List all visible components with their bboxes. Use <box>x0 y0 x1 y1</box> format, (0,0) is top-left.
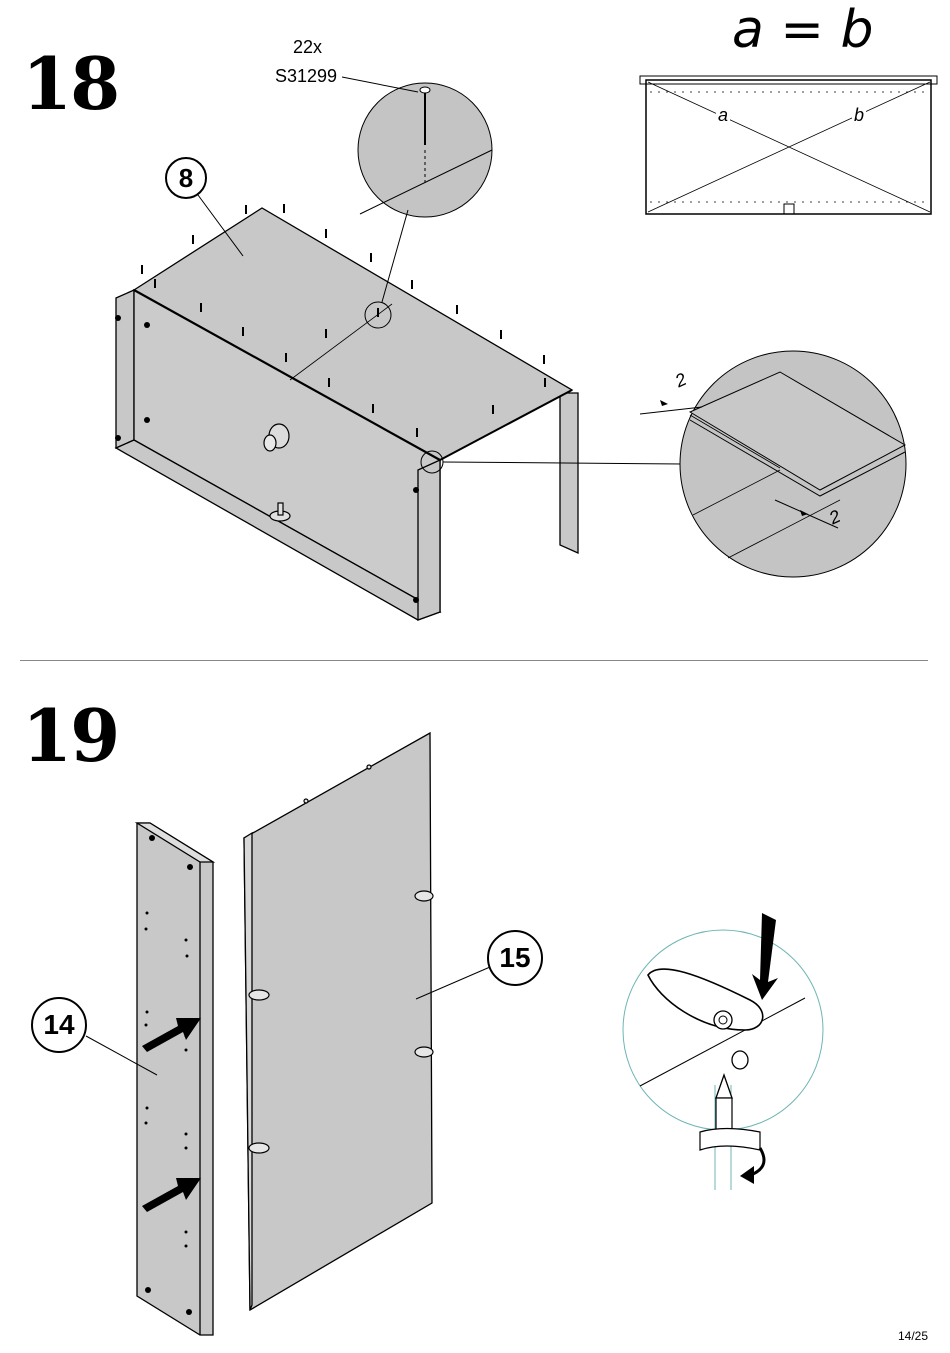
cam-lock-detail <box>623 913 823 1190</box>
step-number-19: 19 <box>22 700 118 772</box>
part-callout-14: 14 <box>31 997 87 1053</box>
cabinet-body-18 <box>116 208 578 620</box>
panel-14 <box>137 823 213 1335</box>
step-divider <box>20 660 928 661</box>
diagonal-label-b: b <box>852 105 866 126</box>
diagonal-check-diagram <box>640 76 937 214</box>
part-callout-15: 15 <box>487 930 543 986</box>
page-number: 14/25 <box>898 1329 928 1343</box>
part-callout-8: 8 <box>165 157 207 199</box>
diagonal-label-a: a <box>716 105 730 126</box>
panel-15 <box>244 733 432 1310</box>
